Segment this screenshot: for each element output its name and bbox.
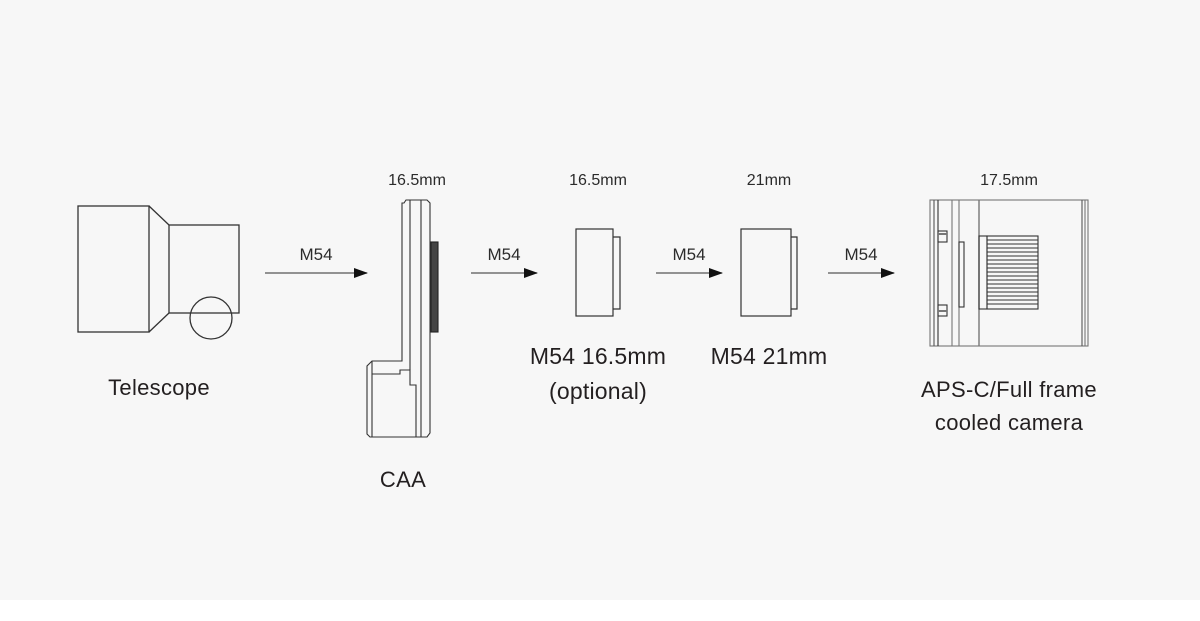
extender-21-label: M54 21mm bbox=[710, 343, 828, 369]
cooled-camera-icon bbox=[929, 199, 1089, 347]
connection-label-3: M54 bbox=[672, 245, 706, 264]
caa-dimension-label: 16.5mm bbox=[388, 172, 446, 189]
extension-tube-21-icon bbox=[740, 228, 798, 317]
connection-label-2: M54 bbox=[487, 245, 521, 264]
extension-tube-16-5-icon bbox=[575, 228, 621, 317]
diagram-canvas: 16.5mm 16.5mm 21mm 17.5mm M54 M54 M54 M5… bbox=[77, 172, 1097, 492]
camera-dimension-label: 17.5mm bbox=[980, 172, 1038, 189]
extender-16-5-optional-label: (optional) bbox=[549, 378, 647, 404]
telescope-label: Telescope bbox=[108, 375, 210, 400]
caa-label: CAA bbox=[379, 467, 427, 492]
connection-label-4: M54 bbox=[844, 245, 878, 264]
extender-16-5-dimension-label: 16.5mm bbox=[569, 172, 627, 189]
camera-label-line1: APS-C/Full frame bbox=[921, 377, 1097, 402]
connection-label-1: M54 bbox=[299, 245, 333, 264]
extender-16-5-label: M54 16.5mm bbox=[529, 343, 667, 369]
telescope-icon bbox=[77, 205, 240, 340]
diagram-drawing bbox=[77, 199, 1089, 438]
extender-21-dimension-label: 21mm bbox=[746, 172, 792, 189]
caa-rotator-icon bbox=[366, 199, 439, 438]
camera-label-line2: cooled camera bbox=[934, 410, 1084, 435]
